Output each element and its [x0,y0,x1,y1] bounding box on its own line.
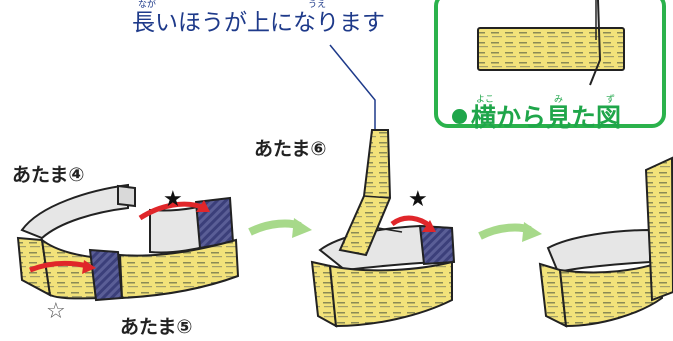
label-head4: あたま④ [12,164,85,186]
step3-band [538,156,673,328]
ruby-ue: うえ [308,0,327,10]
ruby-zu: ず [606,95,616,105]
ruby-yoko: よこ [476,95,495,105]
side-view-title: 横から見た図 [452,98,621,134]
step-arrow-1 [248,218,312,238]
overlap-note: なが うえ 長いほうが上になります [132,0,385,35]
label-head5: あたま⑤ [120,316,193,338]
bullet-dot [452,109,467,124]
overlap-note-text: 長いほうが上になります [132,10,385,36]
step-arrow-2 [478,222,542,242]
ruby-mi: み [554,95,564,105]
star-filled-1: ★ [163,187,183,212]
side-view-title-text: 横から見た図 [471,103,622,132]
ruby-naga: なが [138,0,157,10]
star-filled-2: ★ [408,187,428,212]
label-head6: あたま⑥ [254,138,327,160]
step1-band [16,183,240,302]
step2-band [310,129,456,328]
leader-line [329,44,376,135]
side-view-band [477,0,625,86]
star-outline: ☆ [46,299,66,324]
